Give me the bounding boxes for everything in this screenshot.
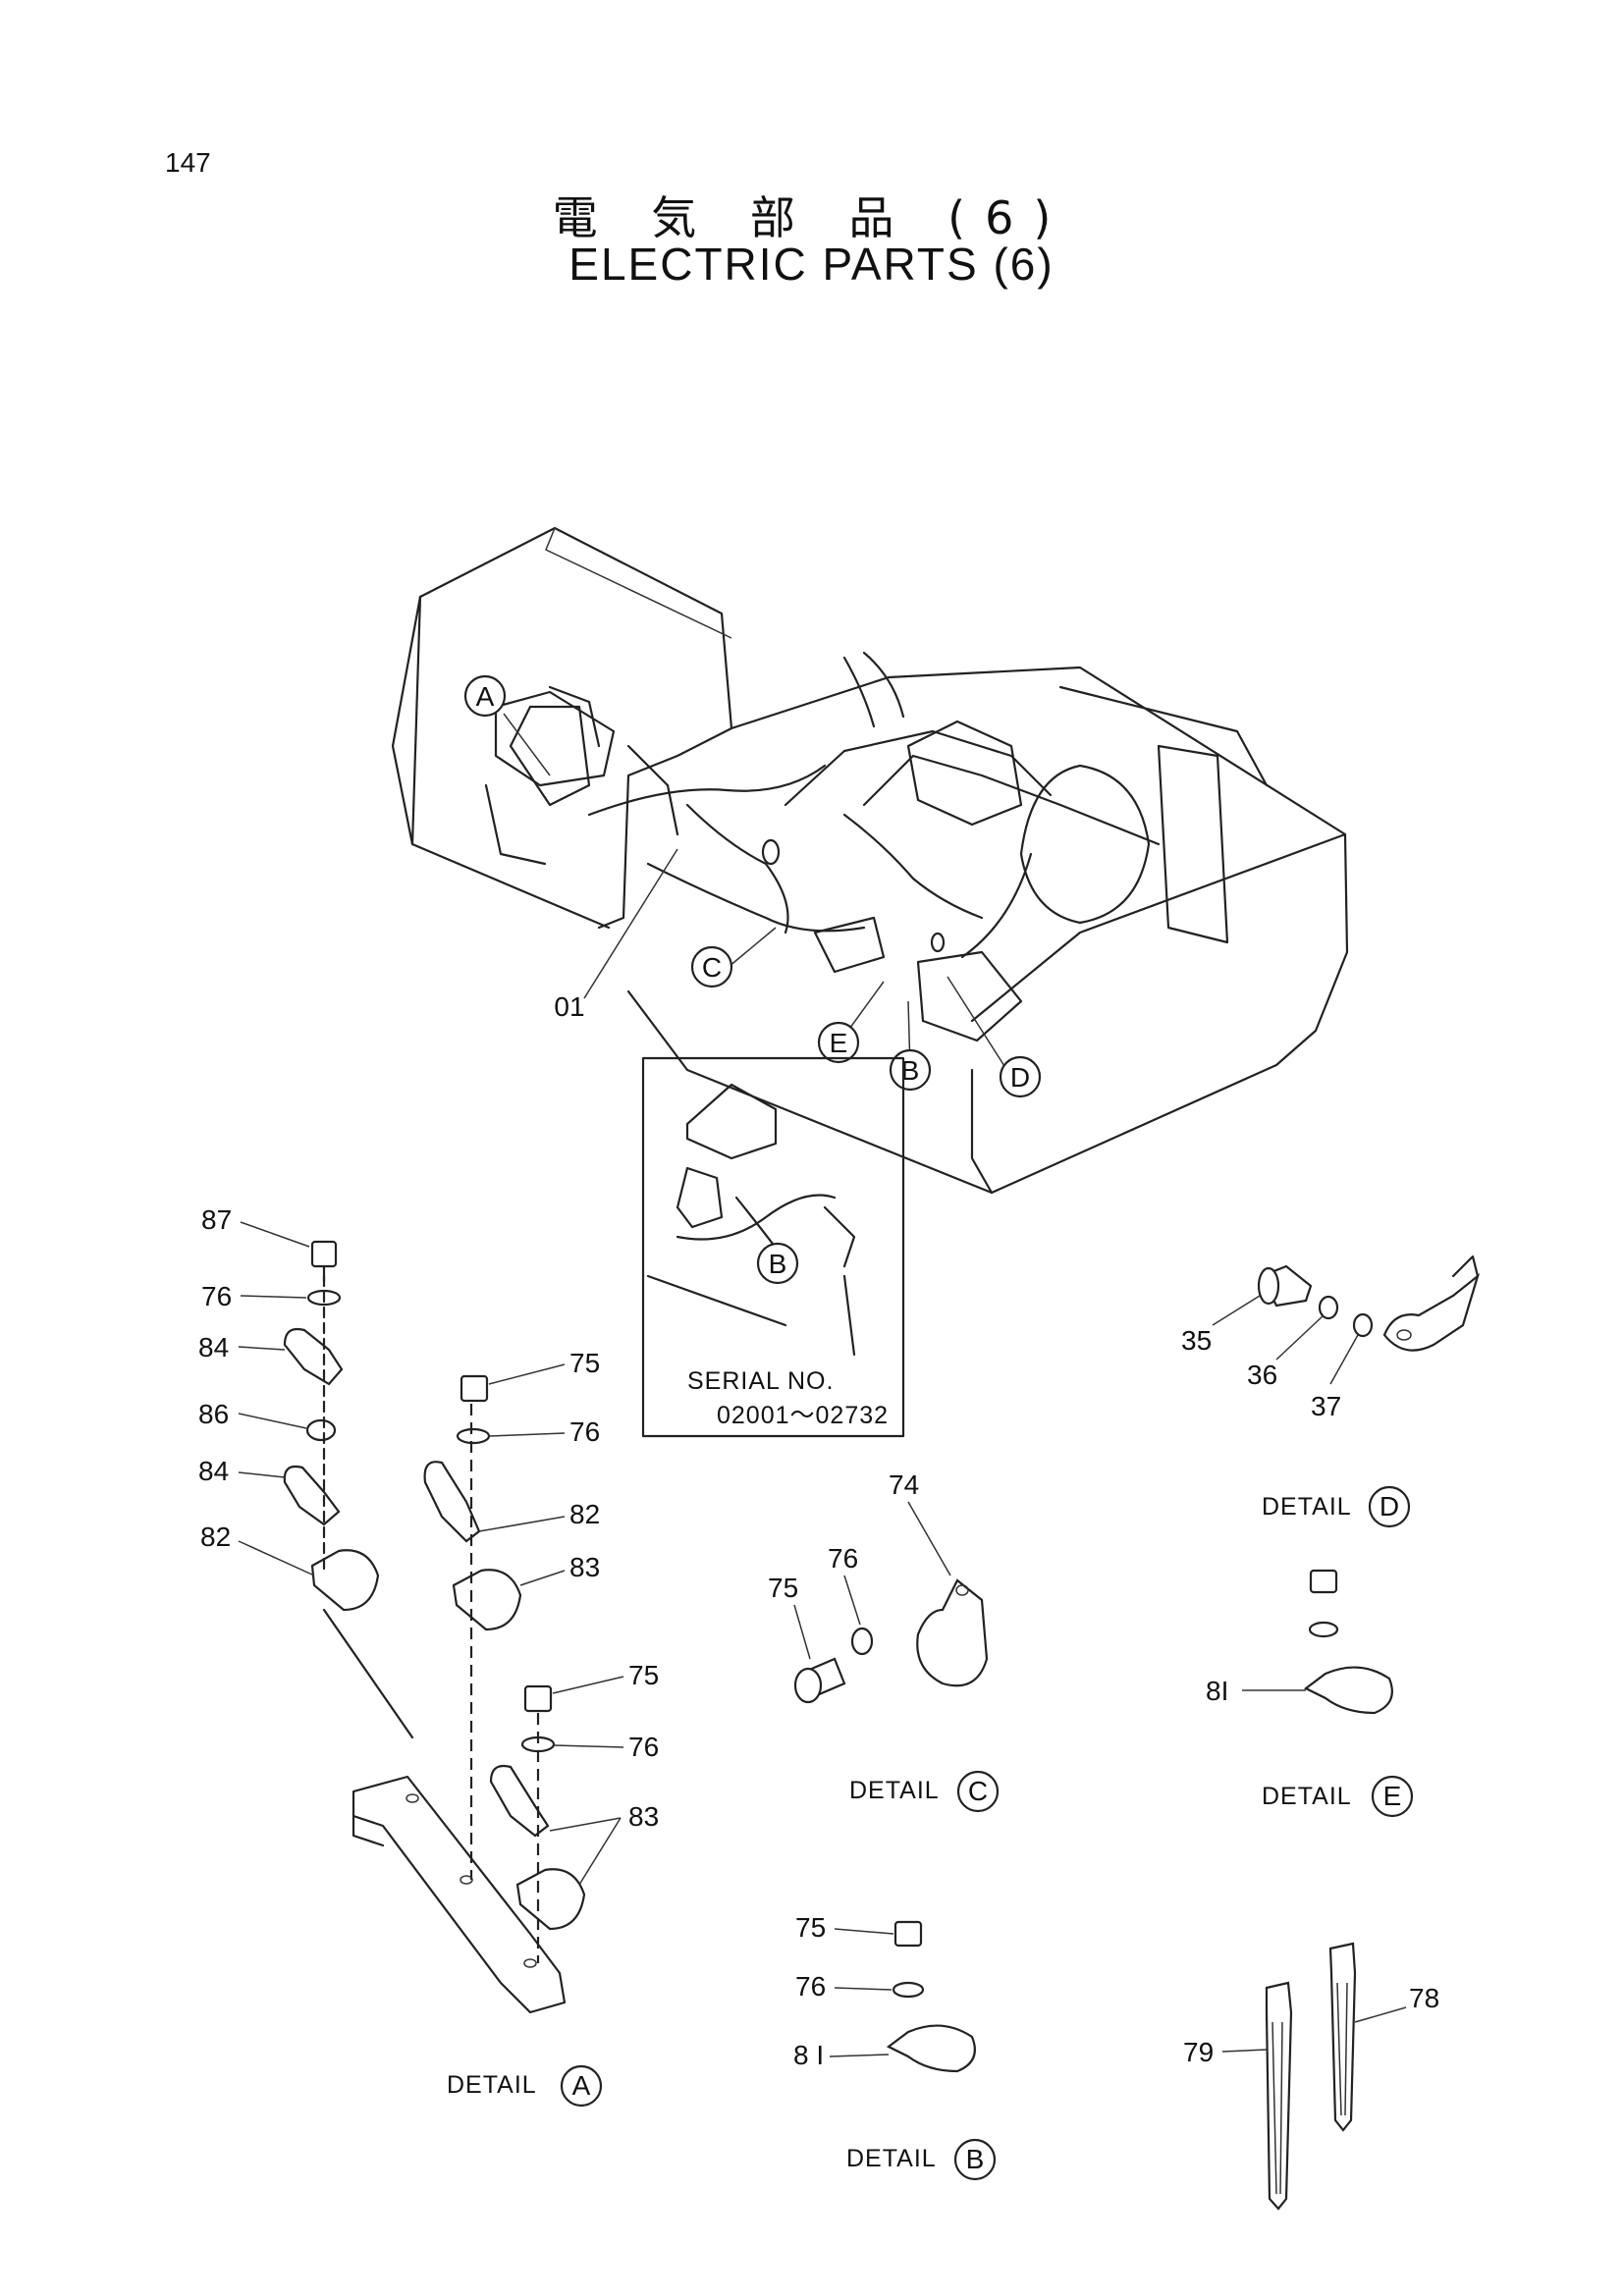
callout-b-text: B — [901, 1055, 920, 1086]
callout-a: A — [463, 674, 507, 718]
callout-b: B — [889, 1048, 932, 1092]
a-label-76c: 76 — [628, 1732, 659, 1762]
callout-c: C — [690, 945, 733, 988]
a-label-86: 86 — [198, 1399, 229, 1429]
a-label-76b: 76 — [569, 1416, 600, 1447]
callout-e-text: E — [830, 1028, 848, 1058]
a-label-87: 87 — [201, 1204, 232, 1235]
d-label-37: 37 — [1311, 1391, 1341, 1421]
tie-label-78: 78 — [1409, 1983, 1439, 2013]
a-label-84: 84 — [198, 1332, 229, 1362]
title-english: ELECTRIC PARTS (6) — [568, 239, 1055, 290]
detail-c: 74 75 76 DETAIL C — [768, 1469, 1000, 1813]
e-label-81: 8I — [1206, 1676, 1228, 1706]
b-label-76: 76 — [795, 1971, 826, 2002]
a-label-76: 76 — [201, 1281, 232, 1311]
d-label-35: 35 — [1181, 1325, 1212, 1356]
detail-c-letter: C — [968, 1776, 988, 1806]
cable-ties: 79 78 — [1183, 1942, 1439, 2211]
callout-a-text: A — [476, 681, 495, 712]
detail-b-caption: DETAIL — [846, 2145, 937, 2172]
detail-a: 87 76 84 86 84 82 75 76 82 83 75 76 83 D… — [198, 1204, 659, 2108]
c-label-74: 74 — [889, 1469, 919, 1500]
overview-callouts: A C E B D — [463, 674, 1042, 1098]
a-label-84b: 84 — [198, 1456, 229, 1486]
title-japanese: 電 気 部 品 (6) — [552, 191, 1071, 244]
callout-c-text: C — [702, 952, 722, 983]
detail-d-letter: D — [1380, 1491, 1399, 1522]
a-label-75b: 75 — [628, 1660, 659, 1690]
machine-overview — [391, 526, 1349, 1195]
detail-e-letter: E — [1383, 1781, 1402, 1811]
a-label-82b: 82 — [569, 1499, 600, 1529]
detail-d: 35 36 37 DETAIL D — [1181, 1255, 1481, 1528]
detail-a-letter: A — [572, 2070, 591, 2101]
serial-label: SERIAL NO. — [687, 1367, 834, 1395]
d-label-36: 36 — [1247, 1360, 1277, 1390]
page-number: 147 — [165, 147, 211, 178]
serial-inset: B SERIAL NO. 02001～02732 — [641, 1056, 905, 1438]
detail-d-caption: DETAIL — [1262, 1493, 1352, 1521]
callout-e: E — [817, 1021, 860, 1064]
detail-b: 75 76 8 I DETAIL B — [793, 1912, 997, 2181]
detail-e: 8I DETAIL E — [1206, 1569, 1414, 1818]
b-label-75: 75 — [795, 1912, 826, 1943]
a-label-83: 83 — [569, 1552, 600, 1582]
detail-c-caption: DETAIL — [849, 1777, 940, 1804]
a-label-83b: 83 — [628, 1801, 659, 1832]
serial-callout-b: B — [769, 1249, 787, 1279]
detail-b-letter: B — [966, 2144, 985, 2174]
c-label-75: 75 — [768, 1573, 798, 1603]
c-label-76: 76 — [828, 1543, 858, 1574]
a-label-82: 82 — [200, 1522, 231, 1552]
b-label-81: 8 I — [793, 2040, 824, 2070]
a-label-75: 75 — [569, 1348, 600, 1378]
detail-a-caption: DETAIL — [447, 2071, 537, 2099]
detail-e-caption: DETAIL — [1262, 1783, 1352, 1810]
tie-label-79: 79 — [1183, 2037, 1214, 2067]
callout-d: D — [999, 1055, 1042, 1098]
harness-label: 01 — [554, 991, 584, 1022]
callout-d-text: D — [1010, 1062, 1030, 1093]
serial-range: 02001～02732 — [717, 1402, 889, 1429]
